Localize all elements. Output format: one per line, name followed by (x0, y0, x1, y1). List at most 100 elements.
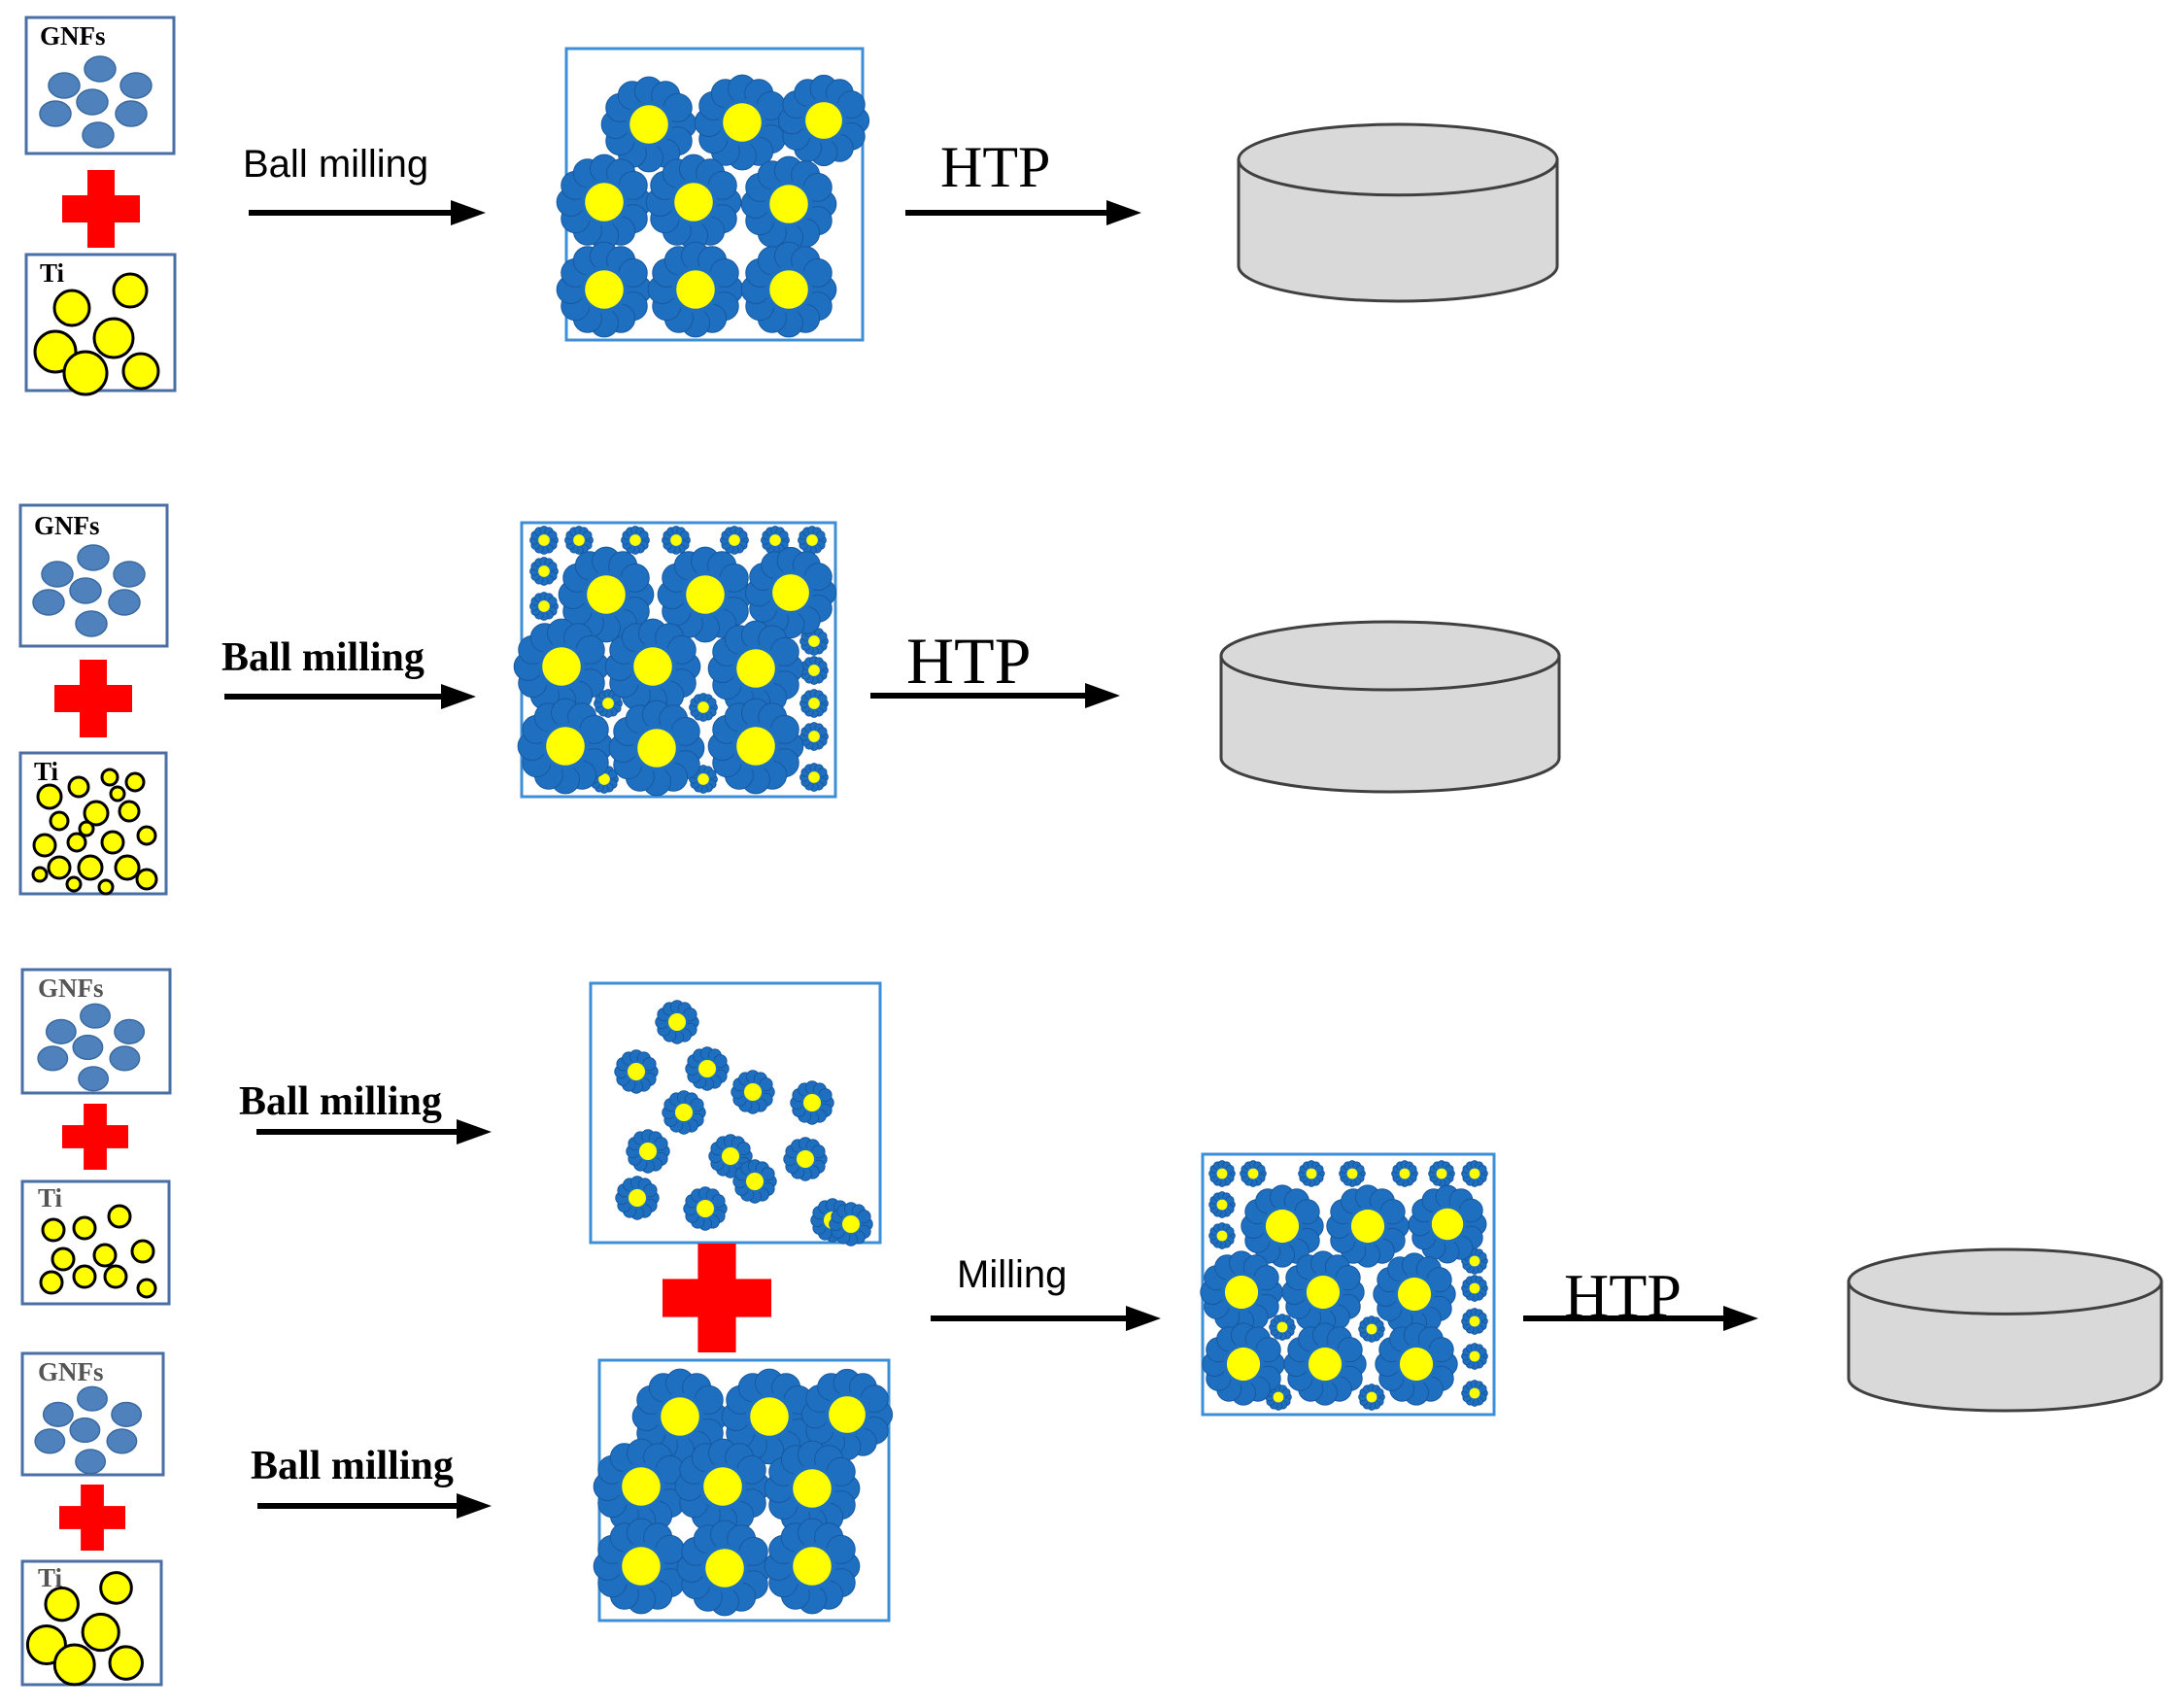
coated-ti-particles (513, 526, 837, 797)
coated-ti-particle (799, 722, 829, 751)
gnf-particle (108, 589, 141, 616)
gnf-particle (84, 55, 117, 83)
ti-particles-coarse (33, 272, 160, 396)
arrow-right-icon (249, 200, 486, 225)
gnf-particle (115, 100, 148, 127)
coated-ti-particle (1461, 1380, 1488, 1407)
ti-particles-coarse-and-fine (31, 768, 158, 896)
ti-particles-fine (39, 1204, 157, 1299)
coated-ti-particle (1358, 1315, 1385, 1343)
gnf-particle (109, 1045, 141, 1072)
coated-ti-particle (799, 763, 829, 792)
gnf-particle (69, 1417, 101, 1444)
coated-ti-particle (1326, 1184, 1410, 1268)
gnfs-label: GNFs (40, 21, 106, 51)
coated-ti-particle (1269, 1314, 1296, 1341)
route-2: GNFs Ti Ball milling HTP (18, 503, 1561, 896)
ti-particle (97, 878, 115, 896)
plus-icon (663, 1244, 771, 1352)
ti-particle (51, 1247, 76, 1272)
ti-particle (107, 1204, 132, 1229)
ti-powder-box: Ti (18, 751, 168, 896)
gnf-particle (78, 1066, 110, 1092)
ti-particle (100, 768, 119, 787)
coated-ti-particle (799, 627, 829, 656)
gnfs-powder-box: GNFs (24, 16, 176, 155)
coated-ti-particle (529, 526, 559, 555)
coated-ti-particle (1241, 1184, 1324, 1268)
ti-particle (108, 1645, 144, 1681)
ball-milling-label: Ball milling (239, 1079, 442, 1124)
coated-ti-particle (800, 1368, 894, 1461)
coated-ti-particle (676, 1520, 773, 1617)
blended-mixture-box (1200, 1152, 1496, 1417)
ti-particle (41, 1217, 66, 1243)
ti-particle (52, 289, 91, 327)
ti-particle (49, 810, 70, 832)
gnf-particle (42, 1401, 74, 1427)
arrow-right-icon (224, 684, 476, 709)
gnf-particle (75, 610, 108, 637)
ti-particle (124, 771, 146, 793)
ball-milling-label: Ball milling (221, 635, 425, 680)
gnfs-label: GNFs (38, 974, 104, 1003)
milled-fine-box (589, 981, 882, 1247)
coated-ti-particle (647, 241, 744, 338)
ti-particle (72, 1264, 97, 1289)
ti-label: Ti (38, 1183, 63, 1213)
gnf-particle (37, 1045, 69, 1072)
sintered-disc-icon (1847, 1247, 2163, 1413)
coated-ti-particle (556, 241, 653, 338)
coated-fine-ti-particles (614, 1000, 873, 1247)
coated-ti-particle (564, 526, 594, 555)
ti-powder-box: Ti (24, 253, 177, 396)
coated-ti-particle (657, 546, 754, 643)
gnfs-powder-box: GNFs (18, 503, 169, 648)
ti-particle (135, 868, 158, 891)
coated-ti-particle (1208, 1160, 1236, 1187)
milled-coarse-box (593, 1358, 894, 1623)
coated-ti-particles (556, 74, 870, 338)
gnf-particles (34, 1385, 143, 1475)
ti-particles-coarse (25, 1571, 144, 1687)
coated-ti-particle (799, 689, 829, 718)
coated-ti-particle (1281, 1250, 1365, 1334)
plus-icon (62, 170, 140, 248)
ti-particle (83, 800, 110, 827)
coated-ti-particle (790, 1080, 834, 1125)
coated-ti-particle (740, 241, 837, 338)
gnf-particle (114, 1018, 146, 1044)
milled-mixture-box (556, 47, 870, 342)
ti-label: Ti (34, 757, 59, 786)
ti-particle (52, 1643, 96, 1687)
coated-ti-particle (1461, 1343, 1488, 1370)
coated-ti-particle (556, 154, 653, 251)
coated-ti-particle (645, 154, 742, 251)
coated-ti-particle (764, 1518, 861, 1615)
coated-ti-particle (614, 1049, 659, 1094)
coated-ti-particle (1391, 1160, 1418, 1187)
gnf-particle (119, 72, 153, 99)
ti-powder-box: Ti (20, 1179, 171, 1306)
arrow-right-icon (905, 200, 1141, 225)
coated-ti-particle (1283, 1322, 1367, 1406)
ball-milling-label: Ball milling (243, 143, 428, 186)
ti-particle (77, 854, 104, 881)
coated-ti-particle (1339, 1160, 1366, 1187)
milled-mixture-box (513, 521, 837, 799)
ti-powder-box: Ti (20, 1559, 163, 1687)
plus-icon (59, 1485, 125, 1551)
coated-ti-particle (1428, 1160, 1455, 1187)
coated-ti-particle (1461, 1275, 1488, 1302)
gnfs-label: GNFs (34, 511, 100, 540)
ti-particle (65, 875, 83, 893)
route-1: GNFs Ti Ball milling HTP (24, 16, 1559, 396)
coated-ti-particle (799, 656, 829, 685)
coated-ti-particle (1461, 1308, 1488, 1335)
coated-ti-particle (594, 689, 623, 718)
coated-ti-particle (593, 1438, 690, 1535)
sintered-disc-icon (1237, 122, 1559, 303)
arrow-right-icon (257, 1493, 492, 1519)
ball-milling-label: Ball milling (251, 1444, 454, 1488)
